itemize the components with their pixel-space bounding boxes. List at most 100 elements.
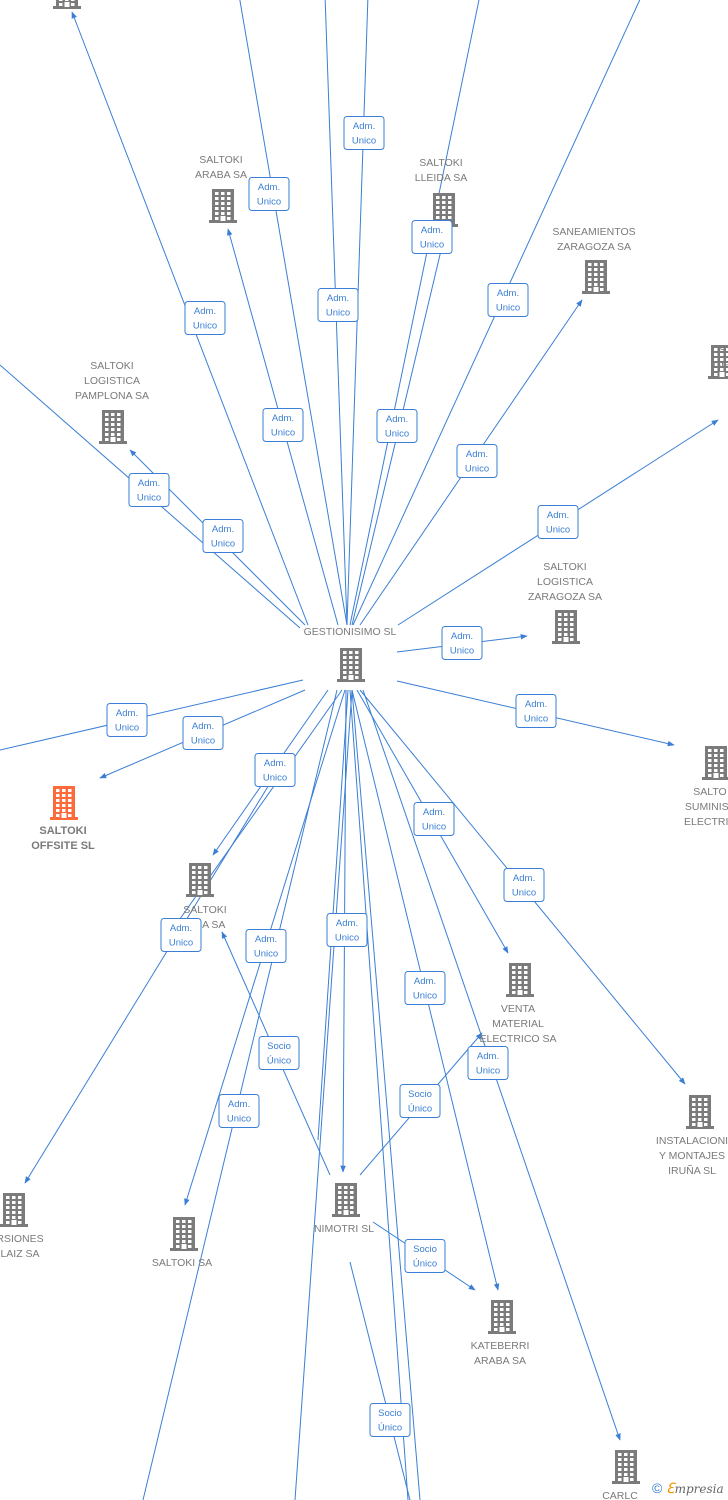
edge-label: Adm. Unico	[467, 1046, 509, 1080]
edge-label-text: Adm.	[264, 758, 286, 769]
edge-label-text: Unico	[254, 949, 278, 960]
edge-label-text: Unico	[385, 429, 409, 440]
copyright-symbol: ©	[652, 1480, 663, 1496]
edge-label-text: Unico	[271, 428, 295, 439]
edge-label-text: Adm.	[170, 923, 192, 934]
company-node-carlo[interactable]: CARLC	[602, 1450, 640, 1500]
company-label: ZARAGOZA SA	[528, 591, 602, 603]
company-node-saltokisa[interactable]: SALTOKI SA	[152, 1217, 212, 1269]
building-icon	[488, 1300, 516, 1334]
edge-label-box	[254, 753, 296, 787]
company-label: PAMPLONA SA	[75, 390, 149, 402]
edge-label-box	[106, 703, 148, 737]
edge-label-text: Adm.	[477, 1051, 499, 1062]
brand-initial: ℇ	[665, 1481, 675, 1497]
company-node-pamplona[interactable]: SALTOKI LOGISTICA PAMPLONA SA	[75, 360, 149, 444]
edge-label-text: Unico	[465, 464, 489, 475]
edge-label: Adm.Unico	[537, 505, 579, 539]
building-icon	[170, 1217, 198, 1251]
edge-label-text: Adm.	[513, 873, 535, 884]
edge-label-text: Adm.	[138, 478, 160, 489]
edge-label-text: Unico	[169, 938, 193, 949]
company-node-gestionisimo[interactable]: GESTIONISIMO SL	[304, 626, 397, 682]
edge-label-text: Adm.	[228, 1099, 250, 1110]
building-icon	[582, 260, 610, 294]
edge-label: Adm.Unico	[413, 802, 455, 836]
edge-label-text: Unico	[326, 308, 350, 319]
building-icon	[53, 0, 81, 9]
edge-label-box	[487, 283, 529, 317]
edge-label-text: Adm.	[451, 631, 473, 642]
edge-line	[349, 0, 480, 626]
building-icon	[702, 746, 728, 780]
company-label: SALTOKI	[183, 904, 226, 916]
brand-name: mpresia	[674, 1482, 724, 1496]
edge-label-box	[128, 473, 170, 507]
edge-label-text: Adm.	[192, 721, 214, 732]
edge-label-box	[184, 301, 226, 335]
company-label: LOGISTICA	[84, 375, 140, 387]
company-label: CARLC	[602, 1490, 638, 1500]
edge-label-text: Socio	[267, 1041, 291, 1052]
edge-label-box	[441, 626, 483, 660]
edge-label-box	[404, 971, 446, 1005]
company-label: ELECTRIC	[684, 816, 728, 828]
company-label: LAIZ SA	[0, 1248, 39, 1260]
building-icon	[337, 648, 365, 682]
edge-label-text: Adm.	[547, 510, 569, 521]
building-icon	[332, 1183, 360, 1217]
company-node-sumin[interactable]: SALTO SUMINIST ELECTRIC	[684, 746, 728, 828]
building-icon	[186, 863, 214, 897]
edge-line	[0, 679, 304, 751]
edge-label-text: Único	[408, 1104, 432, 1115]
edge-label-text: Unico	[211, 539, 235, 550]
company-label: S	[718, 344, 725, 356]
edge-label-text: Único	[413, 1259, 437, 1270]
building-icon	[612, 1450, 640, 1484]
company-label: NIMOTRI SL	[314, 1223, 374, 1235]
company-label: SUMINIST	[685, 801, 728, 813]
edge-label: Adm.Unico	[515, 694, 557, 728]
edge-line	[294, 689, 353, 1500]
edge-label-box	[258, 1036, 300, 1070]
company-label: SANEAMIENTOS	[552, 226, 635, 238]
company-label: SALTOKI	[543, 561, 586, 573]
edge-label-text: Unico	[115, 723, 139, 734]
edge-label-text: Único	[378, 1423, 402, 1434]
company-label: VENTA	[501, 1003, 535, 1015]
edge-label-text: Adm.	[212, 524, 234, 535]
company-label: SALTO	[693, 786, 726, 798]
edge-label-box	[411, 220, 453, 254]
company-label: SALTOKI	[90, 360, 133, 372]
building-icon	[209, 189, 237, 223]
edge-label-text: Adm.	[423, 807, 445, 818]
edge-label: Adm.Unico	[326, 913, 368, 947]
edge-label-text: Unico	[335, 933, 359, 944]
edge-label-text: Unico	[420, 240, 444, 251]
edge-label-text: Socio	[378, 1408, 402, 1419]
edge-label-text: Unico	[352, 136, 376, 147]
company-node-nimotri[interactable]: NIMOTRI SL	[314, 1183, 374, 1235]
edge-label: Adm.Unico	[503, 868, 545, 902]
edge-label-text: Unico	[476, 1066, 500, 1077]
edge-label: Adm.Unico	[254, 753, 296, 787]
edge-label: Adm.Unico	[106, 703, 148, 737]
edge-label-box	[399, 1084, 441, 1118]
company-node-top[interactable]	[53, 0, 81, 9]
company-label: GESTIONISIMO SL	[304, 626, 397, 638]
company-label: MATERIAL	[492, 1018, 544, 1030]
edge-label: Adm. Unico	[202, 519, 244, 553]
